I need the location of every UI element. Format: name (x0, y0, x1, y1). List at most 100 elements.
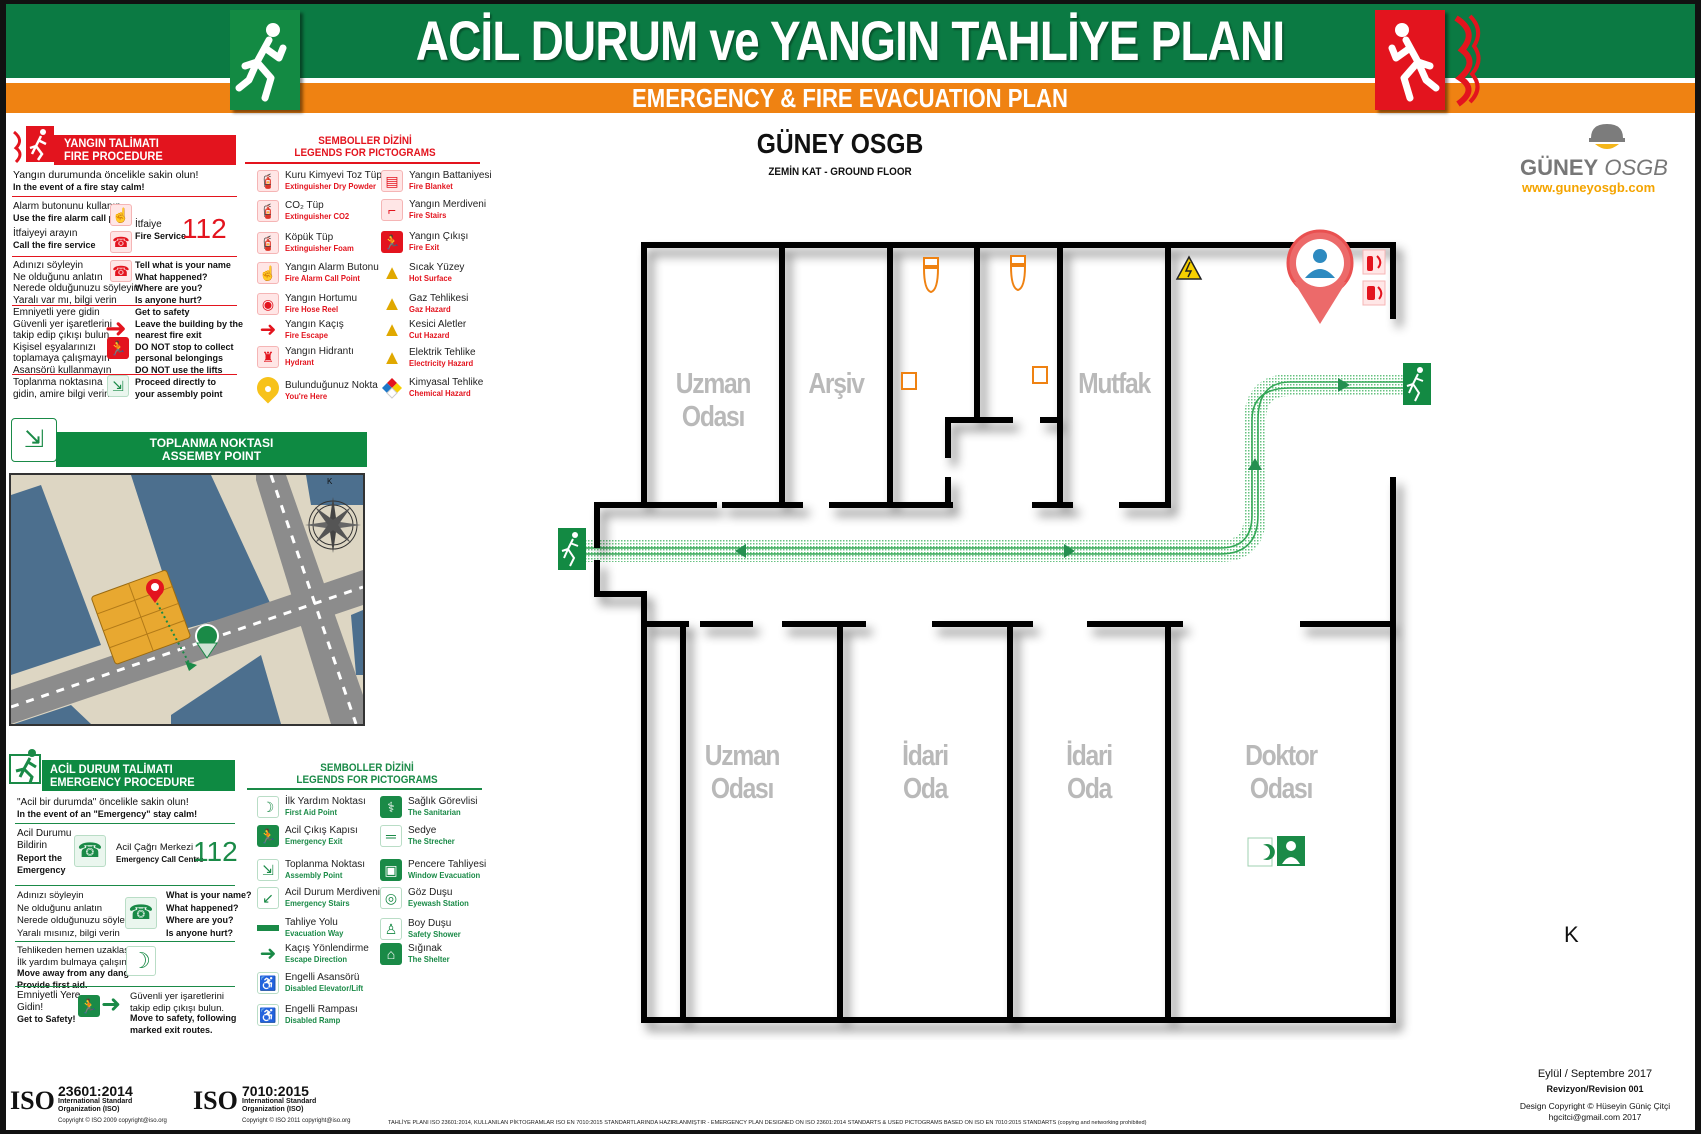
iso-org-1: International Standard Organization (ISO… (58, 1098, 133, 1113)
footer-disclaimer: TAHLİYE PLANI ISO 23601:2014, KULLANILAN… (388, 1120, 1147, 1126)
emergency-legend-title-tr: SEMBOLLER DİZİNİ (320, 762, 414, 774)
iso-logo-1: ISO (10, 1086, 55, 1115)
fire-blanket-icon: ▤ (381, 170, 403, 192)
hot-surface-warning-icon: ▲ (382, 262, 402, 284)
emergency-legend-title-en: LEGENDS FOR PICTOGRAMS (296, 774, 438, 786)
fire-service-number: 112 (182, 213, 227, 244)
cut-hazard-warning-icon: ▲ (382, 319, 402, 341)
phone-112-icon: ☎ (125, 897, 157, 929)
toilet-icon (922, 255, 1027, 294)
fire-safety-en: Get to safety Leave the building by the … (135, 307, 244, 375)
emergency-legend-title: SEMBOLLER DİZİNİ LEGENDS FOR PICTOGRAMS (259, 762, 475, 786)
sanitarian-icon (1277, 836, 1305, 866)
running-man-icon (235, 23, 287, 102)
alarm-button-icon: ☝ (110, 204, 132, 226)
hydrant-icon: ♜ (257, 346, 279, 368)
fire-exit-running-man-icon (1375, 10, 1445, 110)
running-man-icon (1388, 23, 1440, 102)
report-emergency-en: Report the Emergency (17, 853, 66, 875)
fire-procedure-title-en: FIRE PROCEDURE (64, 149, 163, 163)
emergency-report-tr: Adınızı söyleyin Ne olduğunu anlatın Ner… (17, 890, 137, 939)
fire-service-en: Fire Service (135, 231, 187, 241)
divider (12, 305, 237, 306)
disabled-ramp-icon: ♿ (257, 1004, 279, 1026)
arrow-right-icon: ➜ (259, 943, 277, 965)
fire-assembly-tr: Toplanma noktasına gidin, amire bilgi ve… (13, 377, 110, 400)
site-map (11, 475, 363, 724)
divider (15, 885, 235, 886)
fire-report-en: Tell what is your name What happened? Wh… (135, 260, 231, 305)
company-logo: GÜNEY OSGB www.guneyosgb.com (1515, 120, 1695, 200)
emergency-title-en: EMERGENCY PROCEDURE (50, 774, 195, 789)
safety-shower-icon: ♙ (380, 918, 402, 940)
extinguisher-icon: 🧯 (257, 232, 279, 254)
fire-exit-icon: 🏃 (107, 337, 129, 359)
chemical-hazard-icon (381, 377, 403, 399)
iso-org-2: International Standard Organization (ISO… (242, 1098, 317, 1113)
fire-exit-icon (10, 122, 56, 166)
emergency-number: 112 (193, 836, 238, 867)
phone-112-icon: ☎ (110, 231, 132, 253)
fire-safety-tr: Emniyetli yere gidin Güvenli yer işaretl… (13, 307, 112, 376)
emergency-intro-tr: "Acil bir durumda" öncelikle sakin olun! (17, 797, 189, 808)
floor-plan-floor: ZEMİN KAT - GROUND FLOOR (768, 166, 912, 178)
room-label-mutfak: Mutfak (1078, 368, 1151, 400)
fire-alarm-tr: Alarm butonunu kullanın (13, 201, 121, 212)
emergency-exit-icon (558, 528, 586, 570)
fire-intro-en: In the event of a fire stay calm! (13, 182, 145, 192)
assembly-point-map: K (9, 473, 365, 726)
fire-service-tr: İtfaiye (135, 219, 162, 230)
sanitarian-icon: ⚕ (380, 796, 402, 818)
divider (12, 196, 237, 197)
assembly-point-header: TOPLANMA NOKTASI ASSEMBY POINT (56, 432, 367, 467)
map-compass (305, 497, 361, 553)
arrow-right-icon: ➜ (259, 319, 277, 341)
stretcher-icon: ═ (380, 825, 402, 847)
extinguisher-icon: 🧯 (257, 200, 279, 222)
arrow-right-icon: ➜ (101, 991, 122, 1018)
fire-report-tr: Adınızı söyleyin Ne olduğunu anlatın Ner… (13, 260, 140, 306)
assembly-point-marker (195, 624, 219, 659)
assembly-point-icon: ⇲ (11, 418, 57, 462)
fire-legend-title-tr: SEMBOLLER DİZİNİ (318, 135, 412, 147)
fire-stairs-icon: ⌐ (381, 199, 403, 221)
electricity-warning-icon: ▲ (382, 347, 402, 369)
fire-legend-title-en: LEGENDS FOR PICTOGRAMS (294, 147, 436, 159)
logo-url[interactable]: www.guneyosgb.com (1522, 180, 1656, 195)
call-centre-en: Emergency Call Centre (116, 855, 204, 864)
iso-copyright-2: Copyright © ISO 2011 copyright@iso.org (242, 1118, 351, 1124)
hard-hat-icon (1589, 124, 1625, 149)
assembly-point-icon: ⇲ (257, 859, 279, 881)
fire-flames-icon (1448, 12, 1484, 108)
divider (12, 256, 237, 257)
fire-assembly-en: Proceed directly to your assembly point (135, 377, 223, 399)
first-aid-crescent-icon (1247, 837, 1275, 867)
map-compass-label: K (327, 477, 333, 486)
iso-logo-2: ISO (193, 1086, 238, 1115)
designer-email: hgcitci@gmail.com 2017 (1548, 1112, 1642, 1122)
assembly-title-en: ASSEMBY POINT (161, 448, 262, 463)
evacuation-way-icon (257, 917, 279, 939)
extinguisher-icon (1362, 249, 1386, 275)
alarm-button-icon: ☝ (257, 262, 279, 284)
header-separator (6, 78, 1695, 83)
iso-standard-2: 7010:2015 (242, 1083, 309, 1099)
first-aid-crescent-icon: ☽ (126, 946, 156, 976)
